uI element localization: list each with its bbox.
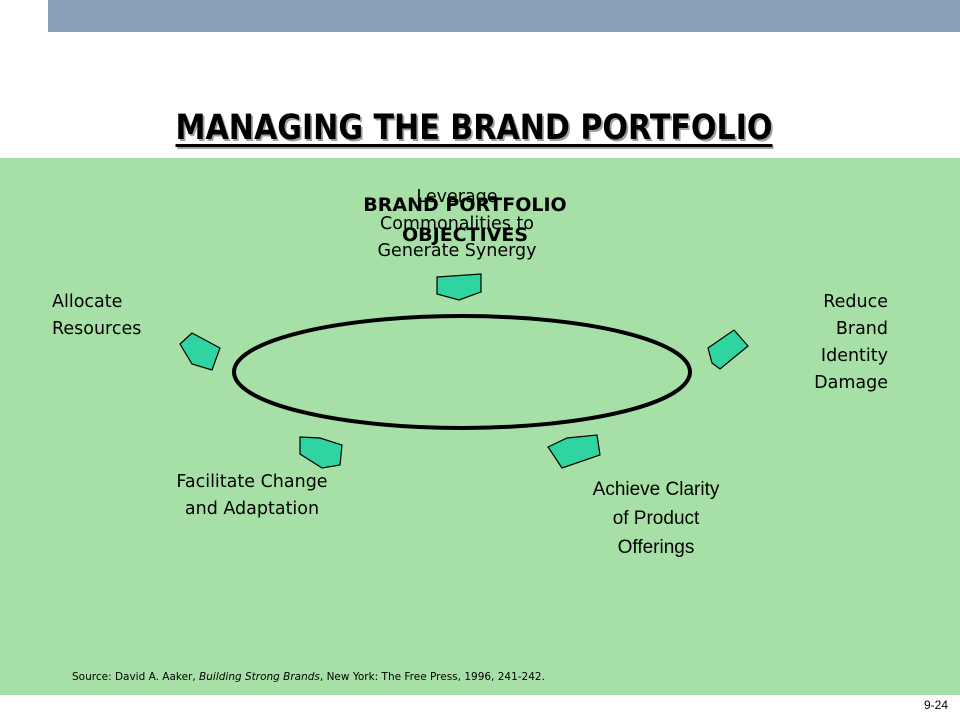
objective-facilitate-line-1: Facilitate Change [176, 472, 328, 492]
top-bar [48, 0, 960, 32]
objective-allocate: Allocate Resources [52, 289, 202, 343]
objective-reduce-line-4: Damage [814, 373, 888, 393]
objective-leverage-line-3: Generate Synergy [377, 241, 537, 261]
objective-facilitate-line-2: and Adaptation [184, 499, 320, 519]
objective-reduce: Reduce Brand Identity Damage [738, 289, 888, 397]
arrow-down-right-icon [547, 434, 601, 469]
arrow-left-icon [179, 332, 221, 371]
objective-reduce-line-3: Identity [820, 346, 888, 366]
source-prefix: Source: David A. Aaker, [72, 671, 200, 683]
source-suffix: , New York: The Free Press, 1996, 241-24… [319, 671, 545, 683]
source-citation: Source: David A. Aaker, Building Strong … [72, 671, 545, 683]
objective-facilitate: Facilitate Change and Adaptation [137, 469, 367, 523]
center-line-2: OBJECTIVES [401, 224, 529, 246]
objective-leverage-line-1: Leverage [416, 187, 498, 207]
objective-reduce-line-2: Brand [835, 319, 888, 339]
objectives-diagram [179, 273, 749, 469]
objective-allocate-line-2: Resources [52, 319, 142, 339]
center-line-1: BRAND PORTFOLIO [363, 194, 567, 216]
source-book-title: Building Strong Brands [199, 671, 320, 683]
objective-achieve: Achieve Clarity of Product Offerings [546, 475, 766, 562]
objectives-ellipse [232, 314, 692, 430]
objective-achieve-line-3: Offerings [617, 537, 695, 558]
page-number: 9-24 [923, 698, 948, 712]
page-title: MANAGING THE BRAND PORTFOLIO [175, 108, 773, 148]
objective-allocate-line-1: Allocate [52, 292, 123, 312]
objective-achieve-line-1: Achieve Clarity [592, 479, 720, 500]
arrow-down-left-icon [299, 436, 343, 469]
objective-reduce-line-1: Reduce [823, 292, 888, 312]
arrow-up-icon [436, 273, 482, 301]
objective-leverage-line-2: Commonalities to [379, 214, 534, 234]
arrow-right-icon [707, 329, 749, 370]
objective-achieve-line-2: of Product [612, 508, 700, 529]
center-objectives-label: BRAND PORTFOLIO OBJECTIVES [315, 190, 615, 250]
objective-leverage: Leverage Commonalities to Generate Syner… [332, 184, 582, 265]
